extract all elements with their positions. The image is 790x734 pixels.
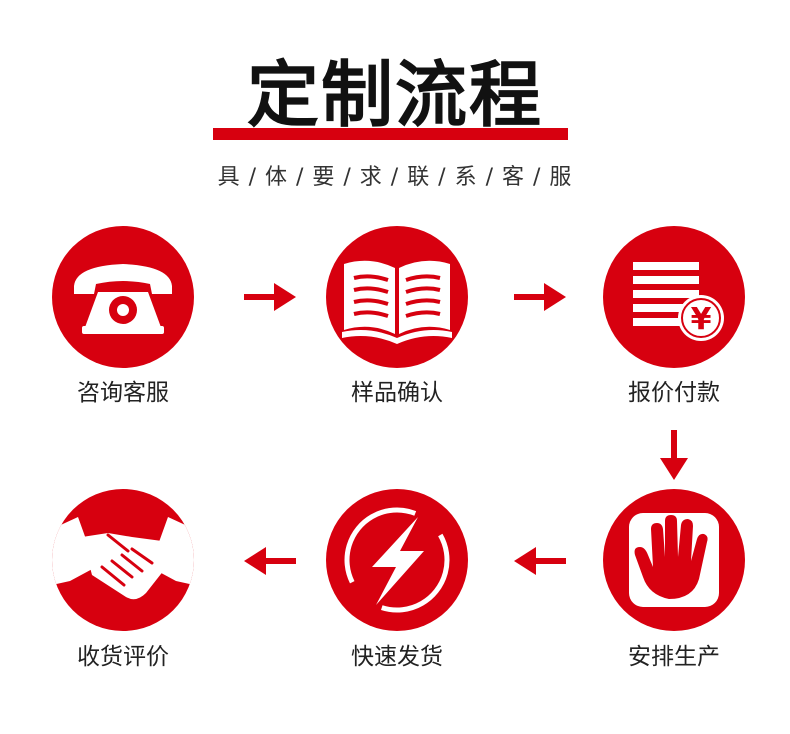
- arrow-right-icon: [514, 283, 566, 311]
- handshake-icon: [52, 517, 194, 600]
- step-delivery-circle: [326, 489, 468, 631]
- step-review-label: 收货评价: [77, 644, 169, 670]
- telephone-icon: [74, 264, 172, 334]
- page-subtitle: 具 / 体 / 要 / 求 / 联 / 系 / 客 / 服: [217, 165, 573, 190]
- step-consult-label: 咨询客服: [77, 380, 169, 406]
- step-sample-label: 样品确认: [351, 380, 443, 406]
- arrow-down-icon: [660, 430, 688, 480]
- hand-icon: [629, 513, 719, 607]
- step-consult-circle: [52, 226, 194, 368]
- step-delivery-label: 快速发货: [351, 644, 443, 670]
- yen-symbol: ¥: [691, 302, 712, 337]
- header: 定制流程: [0, 0, 790, 150]
- title-underline-bar: [213, 128, 568, 140]
- arrow-right-icon: [244, 283, 296, 311]
- arrow-left-icon: [514, 547, 566, 575]
- invoice-yen-icon: ¥: [633, 262, 724, 341]
- lightning-icon: [344, 507, 450, 613]
- page-title: 定制流程: [246, 53, 543, 137]
- open-book-icon: [342, 260, 452, 344]
- arrow-left-icon: [244, 547, 296, 575]
- step-payment-circle: ¥: [603, 226, 745, 368]
- step-sample-circle: [326, 226, 468, 368]
- step-production-label: 安排生产: [628, 644, 720, 670]
- step-production-circle: [603, 489, 745, 631]
- step-review-circle: [52, 489, 194, 631]
- step-payment-label: 报价付款: [628, 380, 720, 406]
